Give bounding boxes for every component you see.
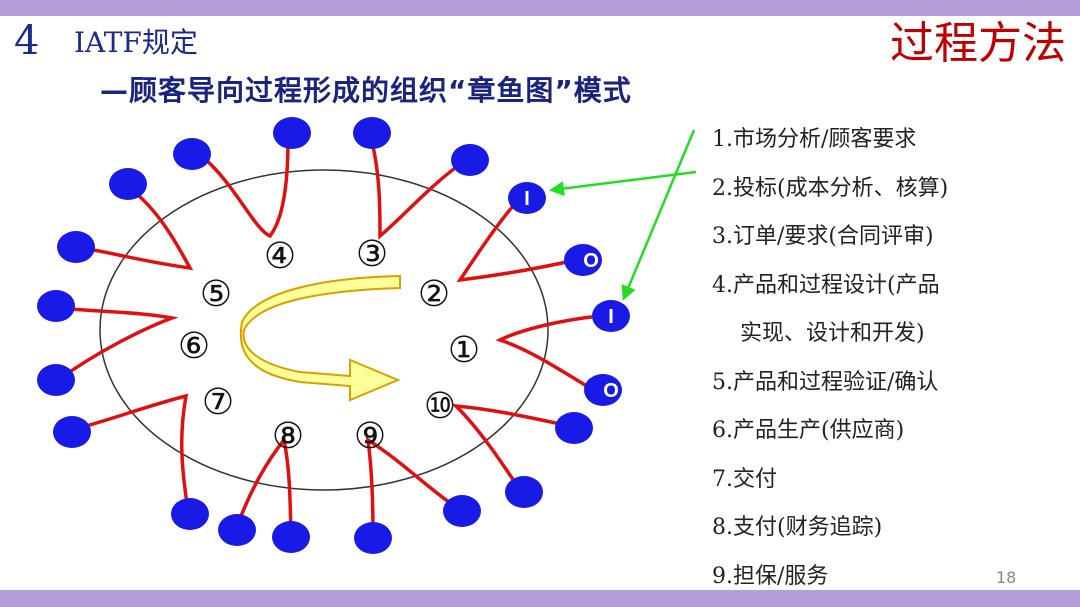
- node: [592, 300, 630, 332]
- io-label: O: [603, 380, 619, 402]
- node: [57, 231, 95, 263]
- step-number: ⑨: [354, 416, 386, 457]
- octopus-diagram: I O I O ① ② ③ ④ ⑤ ⑥ ⑦ ⑧ ⑨ ⑩: [37, 117, 697, 554]
- topic-title: 过程方法: [890, 18, 1066, 69]
- io-label: O: [583, 250, 599, 272]
- node: [354, 522, 392, 554]
- tentacle: [56, 306, 179, 382]
- node: [171, 498, 209, 530]
- node: [273, 117, 311, 149]
- io-label: I: [608, 306, 614, 328]
- list-item: 5.产品和过程验证/确认: [712, 369, 939, 395]
- diagram-subtitle: —顾客导向过程形成的组织“章鱼图”模式: [100, 74, 632, 107]
- step-number: ②: [418, 274, 450, 315]
- process-step-list: 1.市场分析/顾客要求 2.投标(成本分析、核算) 3.订单/要求(合同评审) …: [712, 120, 948, 605]
- tentacle: [235, 435, 293, 535]
- step-number: ③: [356, 234, 388, 275]
- node: [353, 117, 391, 149]
- process-ellipse: [99, 169, 549, 491]
- node: [53, 416, 91, 448]
- list-item: 1.市场分析/顾客要求: [712, 127, 917, 152]
- tentacle: [70, 393, 190, 512]
- list-item: 2.投标(成本分析、核算): [712, 175, 949, 201]
- step-number: ⑧: [272, 416, 304, 457]
- node: [37, 364, 75, 396]
- top-accent-bar: [0, 0, 1080, 16]
- list-item: 9.担保/服务: [712, 563, 829, 589]
- bottom-accent-bar: [0, 590, 1080, 607]
- tentacle: [365, 436, 462, 537]
- list-item: 8.支付(财务追踪): [712, 515, 883, 540]
- node: [218, 514, 256, 546]
- node: [564, 244, 602, 276]
- node: [451, 144, 489, 176]
- tentacle: [370, 140, 468, 240]
- tentacle: [202, 136, 290, 239]
- list-item: 7.交付: [712, 466, 777, 492]
- node: [443, 495, 481, 527]
- step-number: ①: [448, 330, 480, 371]
- step-number: ⑦: [202, 382, 234, 423]
- node: [37, 290, 75, 322]
- tentacle: [74, 185, 194, 271]
- list-item: 6.产品生产(供应商): [712, 418, 905, 443]
- node: [555, 412, 593, 444]
- annotation-arrow: [549, 170, 697, 196]
- section-title: IATF规定: [74, 26, 198, 59]
- slide-number: 4: [14, 18, 40, 64]
- page-number: 18: [996, 568, 1017, 587]
- step-number: ⑩: [424, 386, 456, 427]
- node: [272, 521, 310, 553]
- node: [505, 476, 543, 508]
- list-item: 4.产品和过程设计(产品: [712, 272, 940, 298]
- list-item: 3.订单/要求(合同评审): [712, 224, 934, 249]
- node: [173, 138, 211, 170]
- step-number: ⑥: [178, 326, 210, 367]
- node: [584, 374, 622, 406]
- process-flow-arrow: [239, 274, 401, 402]
- node: [109, 168, 147, 200]
- step-number: ④: [264, 236, 296, 277]
- tentacle: [451, 403, 572, 492]
- list-item: 实现、设计和开发): [740, 321, 925, 346]
- tentacle: [495, 314, 602, 390]
- node: [508, 182, 546, 214]
- io-label: I: [524, 188, 530, 210]
- step-number: ⑤: [200, 274, 232, 315]
- annotation-arrow: [621, 129, 696, 301]
- tentacle: [456, 196, 578, 283]
